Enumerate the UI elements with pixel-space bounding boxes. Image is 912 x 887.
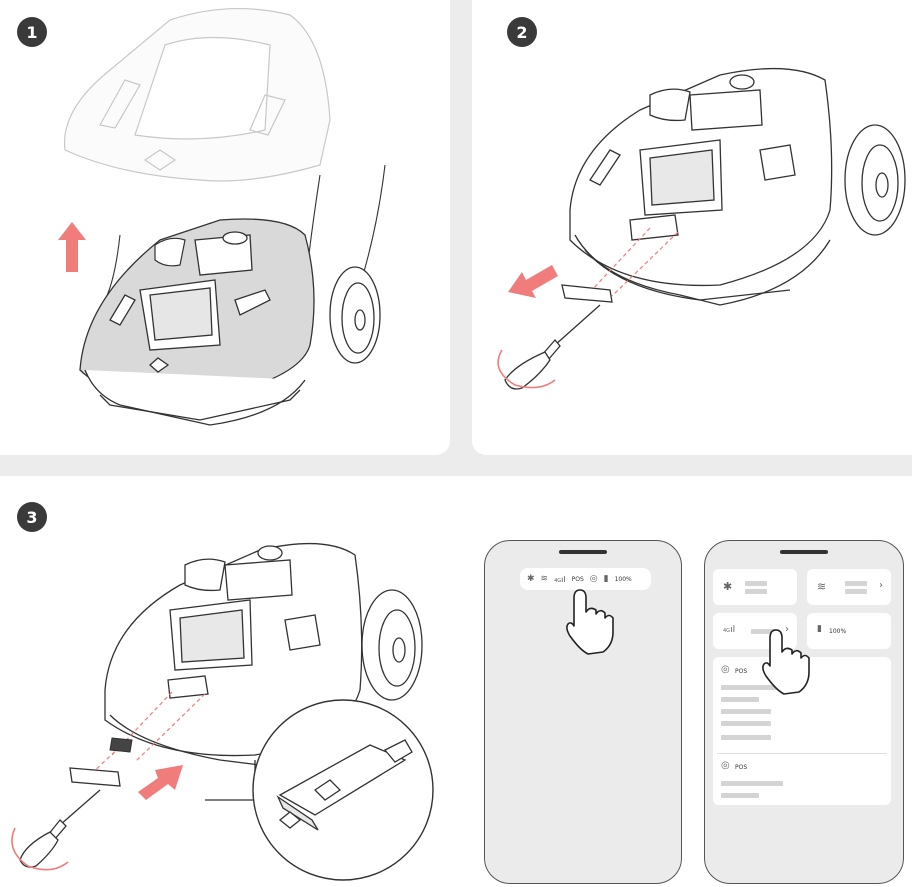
battery-label: 100% [614,575,632,583]
chevron-right-icon: › [785,624,789,635]
bluetooth-icon: ✱ [723,580,733,593]
chevron-right-icon: › [879,580,883,591]
signal-card[interactable]: 4Gıl › [713,613,797,649]
mower-body [79,218,315,426]
wifi-card[interactable]: ≋ › [807,569,891,605]
phone-notch [559,550,607,554]
step-2-badge: 2 [507,17,537,47]
battery-card[interactable]: ▮ 100% [807,613,891,649]
pos-icon: ◎ [721,760,730,771]
signal-label: 4G [723,628,731,634]
wifi-icon: ≋ [817,580,827,593]
step-2-panel [472,0,912,455]
pos-icon: ◎ [721,664,730,675]
wifi-icon: ≋ [540,574,549,584]
signal-icon: 4Gıl [723,625,736,635]
battery-icon: ▮ [817,624,822,634]
signal-label: 4G [554,577,562,584]
battery-label: 100% [829,628,847,635]
pos-panel: ◎ POS ◎ POS [713,657,891,805]
battery-icon: ▮ [603,574,609,584]
phone-notch [780,550,828,554]
lifted-cover [63,7,331,182]
step-1-illustration [58,7,386,426]
step-1-badge: 1 [17,17,47,47]
wheel-left [154,237,186,267]
step-3-badge: 3 [17,502,47,532]
pos-icon: ◎ [589,574,598,584]
arrow-up-icon [58,222,86,272]
pos-label-2: POS [735,764,748,771]
pos-label: POS [735,668,748,675]
phone-right: ✱ ≋ › 4Gıl › ▮ 100% ◎ POS ◎ POS [704,540,904,884]
wheel [329,266,381,364]
bluetooth-card[interactable]: ✱ [713,569,797,605]
bluetooth-icon: ✱ [527,574,535,584]
pos-label: POS [571,575,584,583]
